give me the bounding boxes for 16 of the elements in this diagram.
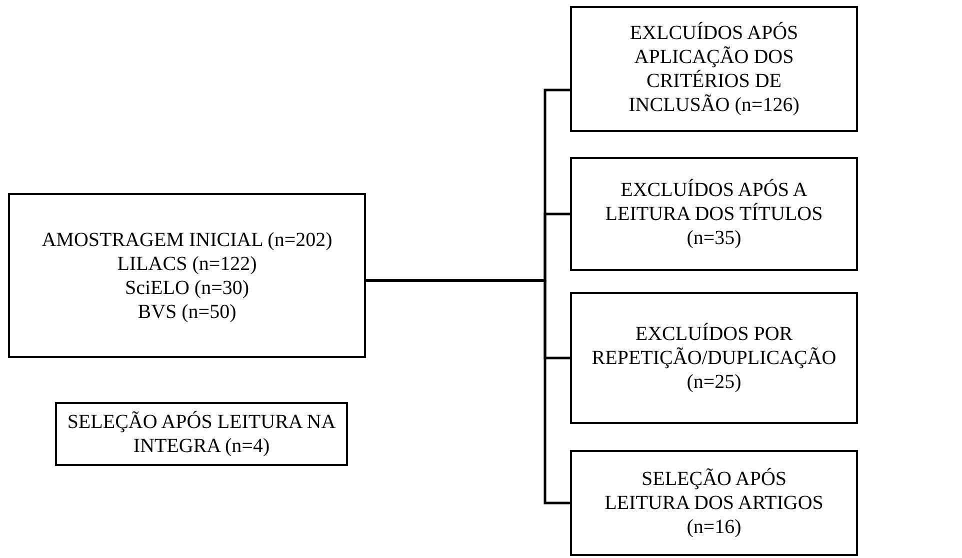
connector-line (366, 279, 570, 504)
box-text: EXCLUÍDOS POR REPETIÇÃO/DUPLICAÇÃO (n=25) (590, 322, 838, 394)
process-box (570, 157, 858, 271)
process-box (570, 292, 858, 424)
box-text: AMOSTRAGEM INICIAL (n=202) (42, 228, 332, 252)
box-text: SciELO (n=30) (124, 276, 250, 300)
process-box (8, 193, 366, 358)
process-box (570, 6, 858, 132)
box-text: EXCLUÍDOS APÓS A LEITURA DOS TÍTULOS (n=35) (604, 178, 824, 250)
process-box (570, 450, 858, 556)
box-text: BVS (n=50) (138, 300, 236, 324)
box-text: SELEÇÃO APÓS LEITURA NA INTEGRA (n=4) (66, 410, 337, 458)
box-text: EXLCUÍDOS APÓS APLICAÇÃO DOS CRITÉRIOS DE INCLUSÃO (n=126) (628, 21, 800, 117)
box-text: SELEÇÃO APÓS LEITURA DOS ARTIGOS (n=16) (604, 467, 824, 539)
box-text: LILACS (n=122) (117, 252, 257, 276)
process-box (55, 402, 348, 466)
